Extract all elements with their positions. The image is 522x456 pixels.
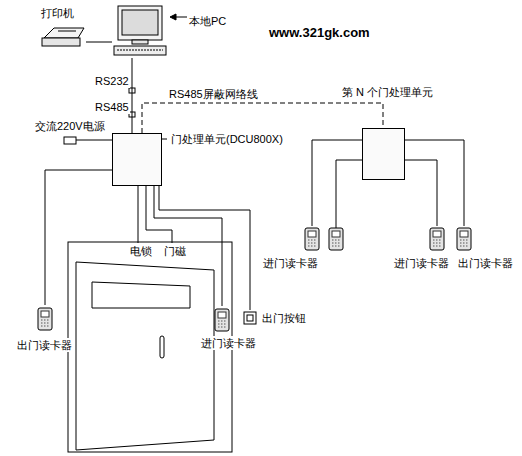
door-window xyxy=(92,282,190,308)
card-reader-keys xyxy=(218,327,226,328)
wire xyxy=(159,186,250,310)
device-node: 出门读卡器 xyxy=(455,226,517,272)
card-reader-keys xyxy=(433,246,441,247)
card-reader-keys xyxy=(308,246,316,247)
card-reader-body xyxy=(329,228,343,250)
signal-label: RS232 xyxy=(94,74,130,88)
leader-line xyxy=(162,139,167,140)
card-reader-window xyxy=(41,311,49,317)
signal-label: 交流220V电源 xyxy=(34,119,106,133)
card-reader-keys xyxy=(332,243,340,244)
device-label: 本地PC xyxy=(188,14,227,28)
rs485-network-cable xyxy=(142,103,383,133)
monitor-icon xyxy=(118,6,162,40)
device-label: 第 N 个门处理单元 xyxy=(341,85,434,99)
pointer-arrowhead xyxy=(170,14,176,20)
card-reader-keys xyxy=(41,326,49,327)
device-node: 本地PC xyxy=(112,4,170,58)
device-node: 进门读卡器 xyxy=(198,306,259,352)
device-node: 门磁 xyxy=(162,243,190,259)
door-handle xyxy=(160,336,164,358)
printer-paper xyxy=(58,31,76,32)
card-reader-window xyxy=(308,231,316,237)
cable-label: RS485屏蔽网络线 xyxy=(168,87,259,101)
card-reader-keys xyxy=(433,240,441,241)
device-node: 出门读卡器 xyxy=(10,305,80,355)
device-label: 出门按钮 xyxy=(261,311,307,325)
device-label: 进门读卡器 xyxy=(200,336,257,350)
device-label: 进门读卡器 xyxy=(262,256,319,270)
device-label: 电锁 xyxy=(129,244,153,258)
wire xyxy=(86,42,112,43)
device-node: 电锁 xyxy=(128,243,156,259)
card-reader-keys xyxy=(218,321,226,322)
card-reader-body xyxy=(38,308,52,330)
wire xyxy=(405,160,437,226)
wire xyxy=(45,170,112,305)
device-node: 出门按钮 xyxy=(243,310,309,328)
exit-button-icon xyxy=(244,312,256,324)
door-controller-box: 门处理单元(DCU800X) xyxy=(112,133,162,186)
card-reader-keys xyxy=(41,320,49,321)
power-wire xyxy=(76,140,112,141)
monitor-base xyxy=(132,40,148,44)
power-plug xyxy=(64,137,76,144)
device-label: 出门读卡器 xyxy=(457,256,514,270)
door-controller-box: 第 N 个门处理单元 xyxy=(362,128,405,180)
exit-button-icon xyxy=(247,315,253,321)
card-reader-icon xyxy=(305,228,319,250)
card-reader-window xyxy=(433,231,441,237)
device-label: 进门读卡器 xyxy=(393,256,450,270)
reader-wire xyxy=(336,160,362,228)
wire xyxy=(312,140,362,226)
card-reader-body xyxy=(430,228,444,250)
device-label: 出门读卡器 xyxy=(16,338,73,352)
card-reader-keys xyxy=(433,243,441,244)
device-label: 门磁 xyxy=(163,244,187,258)
card-reader-icon xyxy=(430,228,444,250)
keyboard-icon xyxy=(114,46,166,55)
watermark: www.321gk.com xyxy=(268,26,371,40)
card-reader-keys xyxy=(460,246,468,247)
card-reader-keys xyxy=(308,243,316,244)
card-reader-window xyxy=(332,231,340,237)
card-reader-keys xyxy=(308,240,316,241)
card-reader-body xyxy=(305,228,319,250)
device-label: 门处理单元(DCU800X) xyxy=(170,132,284,146)
door-leaf xyxy=(76,262,214,450)
device-node: 进门读卡器 xyxy=(262,226,322,272)
keyboard-keys xyxy=(117,50,163,51)
signal-label: RS485 xyxy=(94,100,130,114)
card-reader-body xyxy=(457,228,471,250)
card-reader-keys xyxy=(460,243,468,244)
device-label: 打印机 xyxy=(40,6,75,20)
card-reader-keys xyxy=(332,246,340,247)
monitor-screen xyxy=(122,10,158,35)
card-reader-keys xyxy=(218,324,226,325)
device-node: 进门读卡器 xyxy=(393,226,453,272)
wire xyxy=(154,186,222,306)
printer-icon xyxy=(44,28,84,38)
card-reader-body xyxy=(215,309,229,331)
card-reader-icon xyxy=(457,228,471,250)
card-reader-icon xyxy=(215,309,229,331)
card-reader-icon xyxy=(329,228,343,250)
wire xyxy=(132,58,133,133)
wire xyxy=(138,186,139,243)
card-reader-icon xyxy=(38,308,52,330)
card-reader-window xyxy=(218,312,226,318)
card-reader-keys xyxy=(332,240,340,241)
card-reader-keys xyxy=(41,323,49,324)
card-reader-keys xyxy=(460,240,468,241)
printer-icon xyxy=(42,38,80,46)
wire xyxy=(405,140,464,226)
card-reader-window xyxy=(460,231,468,237)
device-node: 打印机 xyxy=(36,6,86,50)
